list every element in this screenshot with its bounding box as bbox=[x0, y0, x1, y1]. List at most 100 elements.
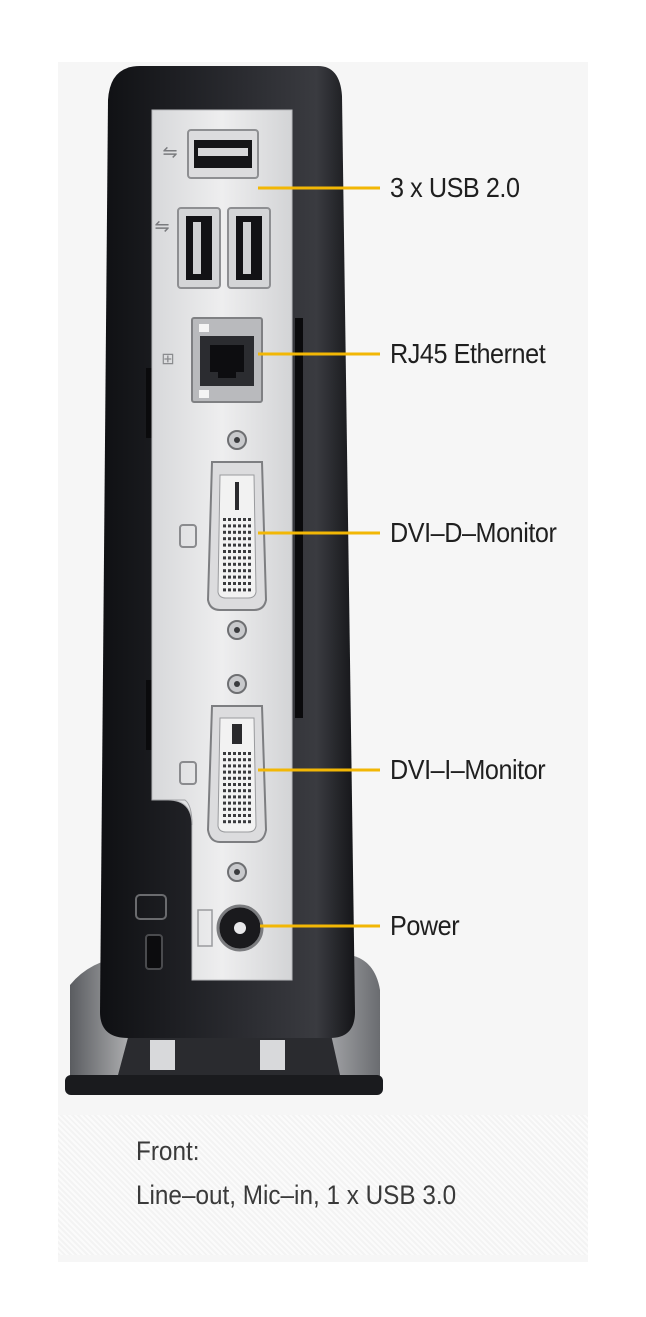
dvi-pin bbox=[228, 795, 231, 799]
dvi-i-port bbox=[179, 674, 268, 882]
dvi-pin bbox=[228, 820, 231, 824]
dvi-pin bbox=[243, 752, 246, 755]
dvi-pin bbox=[233, 550, 236, 553]
dvi-pin bbox=[238, 550, 241, 553]
network-icon: ⊞ bbox=[161, 349, 174, 368]
dvi-pin bbox=[233, 770, 236, 774]
dvi-pin bbox=[223, 575, 226, 579]
dvi-pin bbox=[223, 776, 226, 780]
dvi-pin bbox=[228, 556, 231, 560]
dvi-pin bbox=[243, 543, 246, 547]
dvi-pin bbox=[233, 758, 236, 762]
dvi-pin bbox=[228, 569, 231, 573]
power-jack bbox=[197, 904, 264, 952]
dvi-pin bbox=[248, 530, 251, 534]
dvi-pin bbox=[233, 518, 236, 521]
dvi-pin bbox=[228, 530, 231, 534]
dvi-d-port bbox=[179, 430, 268, 640]
dvi-pin bbox=[243, 776, 246, 780]
dvi-pin bbox=[243, 569, 246, 573]
dvi-pin bbox=[223, 820, 226, 824]
dvi-pin bbox=[248, 518, 251, 521]
dvi-pin bbox=[238, 814, 241, 817]
dvi-pin bbox=[223, 518, 226, 521]
dvi-pin bbox=[233, 575, 236, 579]
dvi-pin bbox=[228, 543, 231, 547]
monitor-icon bbox=[179, 761, 197, 785]
dvi-pin bbox=[233, 820, 236, 824]
dvi-pin bbox=[243, 524, 246, 528]
dvi-pin bbox=[248, 556, 251, 560]
dvi-pin bbox=[228, 575, 231, 579]
dvi-pin bbox=[233, 530, 236, 534]
dvi-pin bbox=[233, 588, 236, 592]
dvi-pin bbox=[223, 795, 226, 799]
dvi-pin bbox=[233, 795, 236, 799]
dvi-pin bbox=[238, 795, 241, 799]
dvi-pin bbox=[223, 562, 226, 566]
callout-dvi-i: DVI–I–Monitor bbox=[390, 754, 546, 785]
dvi-pin bbox=[248, 543, 251, 547]
dvi-pin bbox=[243, 783, 246, 786]
dvi-pin bbox=[238, 807, 241, 811]
dvi-pin bbox=[228, 814, 231, 817]
dvi-pin bbox=[233, 752, 236, 755]
dvi-pin bbox=[228, 588, 231, 592]
dvi-pin bbox=[248, 550, 251, 553]
dvi-pin bbox=[233, 801, 236, 805]
leader-lines bbox=[258, 186, 380, 928]
usb-ports: ⇋ ⇋ bbox=[154, 129, 271, 289]
dvi-pin bbox=[248, 582, 251, 585]
rj45-port: ⊞ bbox=[161, 317, 263, 403]
callout-power: Power bbox=[390, 910, 460, 941]
dvi-pin bbox=[248, 789, 251, 793]
dvi-pin bbox=[243, 575, 246, 579]
dvi-pin bbox=[248, 814, 251, 817]
dvi-pin bbox=[243, 801, 246, 805]
dvi-pin bbox=[248, 801, 251, 805]
dvi-pin bbox=[228, 582, 231, 585]
dvi-pin bbox=[223, 530, 226, 534]
dvi-pin bbox=[248, 795, 251, 799]
dvi-pin bbox=[228, 524, 231, 528]
dvi-pin bbox=[238, 783, 241, 786]
caption-title: Front: bbox=[136, 1136, 200, 1166]
dvi-pin bbox=[228, 562, 231, 566]
dvi-pin bbox=[228, 758, 231, 762]
usb-icon: ⇋ bbox=[154, 216, 169, 237]
dvi-pin bbox=[233, 562, 236, 566]
dvi-pin bbox=[238, 801, 241, 805]
dvi-pin bbox=[228, 776, 231, 780]
callout-dvi-d: DVI–D–Monitor bbox=[390, 517, 557, 548]
dvi-pin bbox=[243, 770, 246, 774]
dvi-pin bbox=[223, 550, 226, 553]
dvi-pin bbox=[233, 569, 236, 573]
dvi-pin bbox=[238, 764, 241, 768]
dvi-pin bbox=[233, 776, 236, 780]
dvi-pin bbox=[238, 569, 241, 573]
caption-background bbox=[58, 1115, 588, 1255]
dvi-pin bbox=[238, 582, 241, 585]
caption-detail: Line–out, Mic–in, 1 x USB 3.0 bbox=[136, 1180, 457, 1210]
dvi-pin bbox=[248, 575, 251, 579]
dvi-pin bbox=[223, 588, 226, 592]
dvi-pin bbox=[228, 518, 231, 521]
usb-icon: ⇋ bbox=[162, 142, 177, 163]
kensington-lock bbox=[135, 894, 167, 970]
dvi-pin bbox=[233, 764, 236, 768]
dvi-pin bbox=[233, 537, 236, 541]
dvi-pin bbox=[248, 537, 251, 541]
dvi-pin bbox=[248, 569, 251, 573]
dvi-pin bbox=[223, 537, 226, 541]
dvi-pin bbox=[223, 814, 226, 817]
dvi-pin bbox=[243, 814, 246, 817]
dvi-pin bbox=[243, 795, 246, 799]
dvi-pin bbox=[228, 807, 231, 811]
dvi-pin bbox=[233, 556, 236, 560]
dvi-pin bbox=[233, 789, 236, 793]
dvi-pin bbox=[238, 518, 241, 521]
dvi-pin bbox=[248, 770, 251, 774]
dvi-pin bbox=[228, 789, 231, 793]
